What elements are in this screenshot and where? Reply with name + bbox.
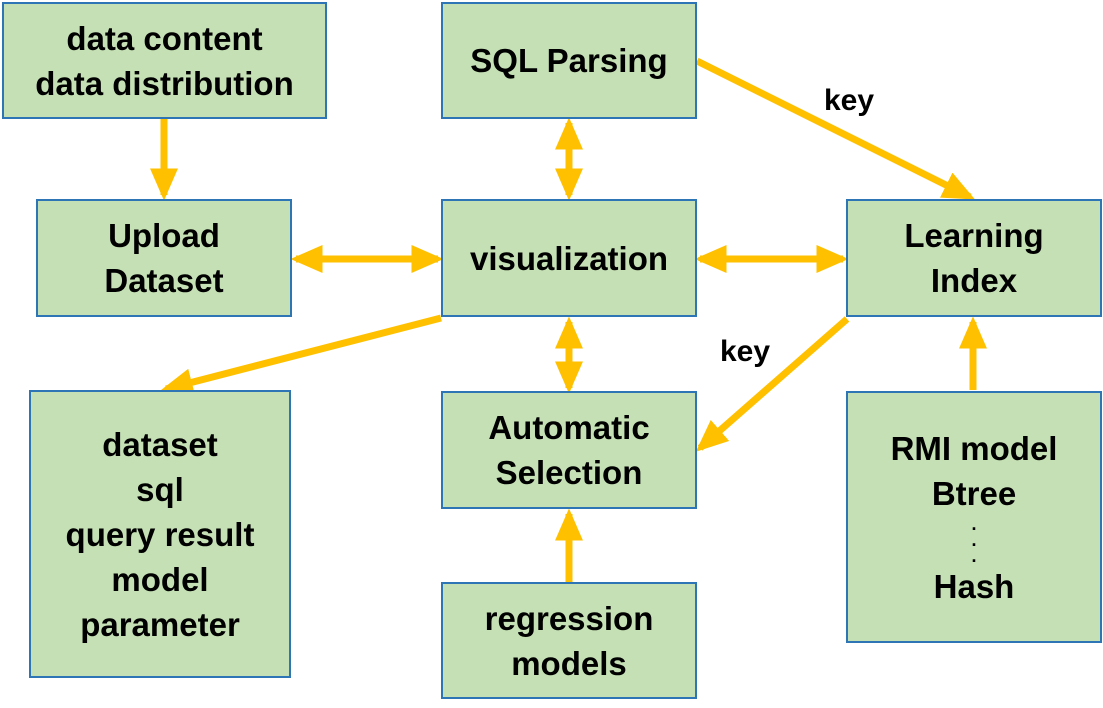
index-models-box: RMI model Btree . . . Hash xyxy=(846,391,1102,643)
node-line: dataset xyxy=(102,425,218,463)
node-line: RMI model xyxy=(890,429,1058,467)
node-line: Index xyxy=(930,262,1018,299)
node-line: Btree xyxy=(931,474,1017,512)
node-line: Selection xyxy=(495,454,643,491)
upload-dataset-box: Upload Dataset xyxy=(36,199,292,317)
data-info-box: data content data distribution xyxy=(2,2,327,119)
ellipsis-dot: . xyxy=(971,513,977,534)
sql-parsing-box: SQL Parsing xyxy=(441,2,697,119)
edge-label-index-key: key xyxy=(720,335,771,368)
node-line: data distribution xyxy=(35,64,294,102)
ellipsis-dot: . xyxy=(971,529,977,550)
regression-models-box: regression models xyxy=(441,582,697,699)
arrow-learning-index-to-selection xyxy=(695,316,850,452)
node-line: models xyxy=(511,644,627,682)
node-line: Hash xyxy=(933,567,1015,605)
node-line: Upload xyxy=(108,217,220,254)
learning-index-box: Learning Index xyxy=(846,199,1102,317)
node-line: Learning xyxy=(904,217,1044,254)
arrow-visualization-to-outputs xyxy=(160,314,442,396)
ellipsis-dot: . xyxy=(971,545,977,566)
edge-label-sql-key: key xyxy=(824,84,875,117)
node-line: sql xyxy=(136,470,184,508)
node-line: model xyxy=(111,560,209,598)
node-line: SQL Parsing xyxy=(470,42,668,79)
node-line: query result xyxy=(65,515,255,553)
node-line: data content xyxy=(66,19,263,57)
visualization-box: visualization xyxy=(441,199,697,317)
arrow-sql-to-learning-index xyxy=(695,57,976,201)
node-line: parameter xyxy=(80,605,240,643)
automatic-selection-box: Automatic Selection xyxy=(441,391,697,509)
node-line: Automatic xyxy=(488,409,650,446)
node-line: Dataset xyxy=(104,262,224,299)
node-line: visualization xyxy=(469,239,669,277)
node-line: regression xyxy=(484,599,654,637)
outputs-box: dataset sql query result model parameter xyxy=(29,390,291,678)
